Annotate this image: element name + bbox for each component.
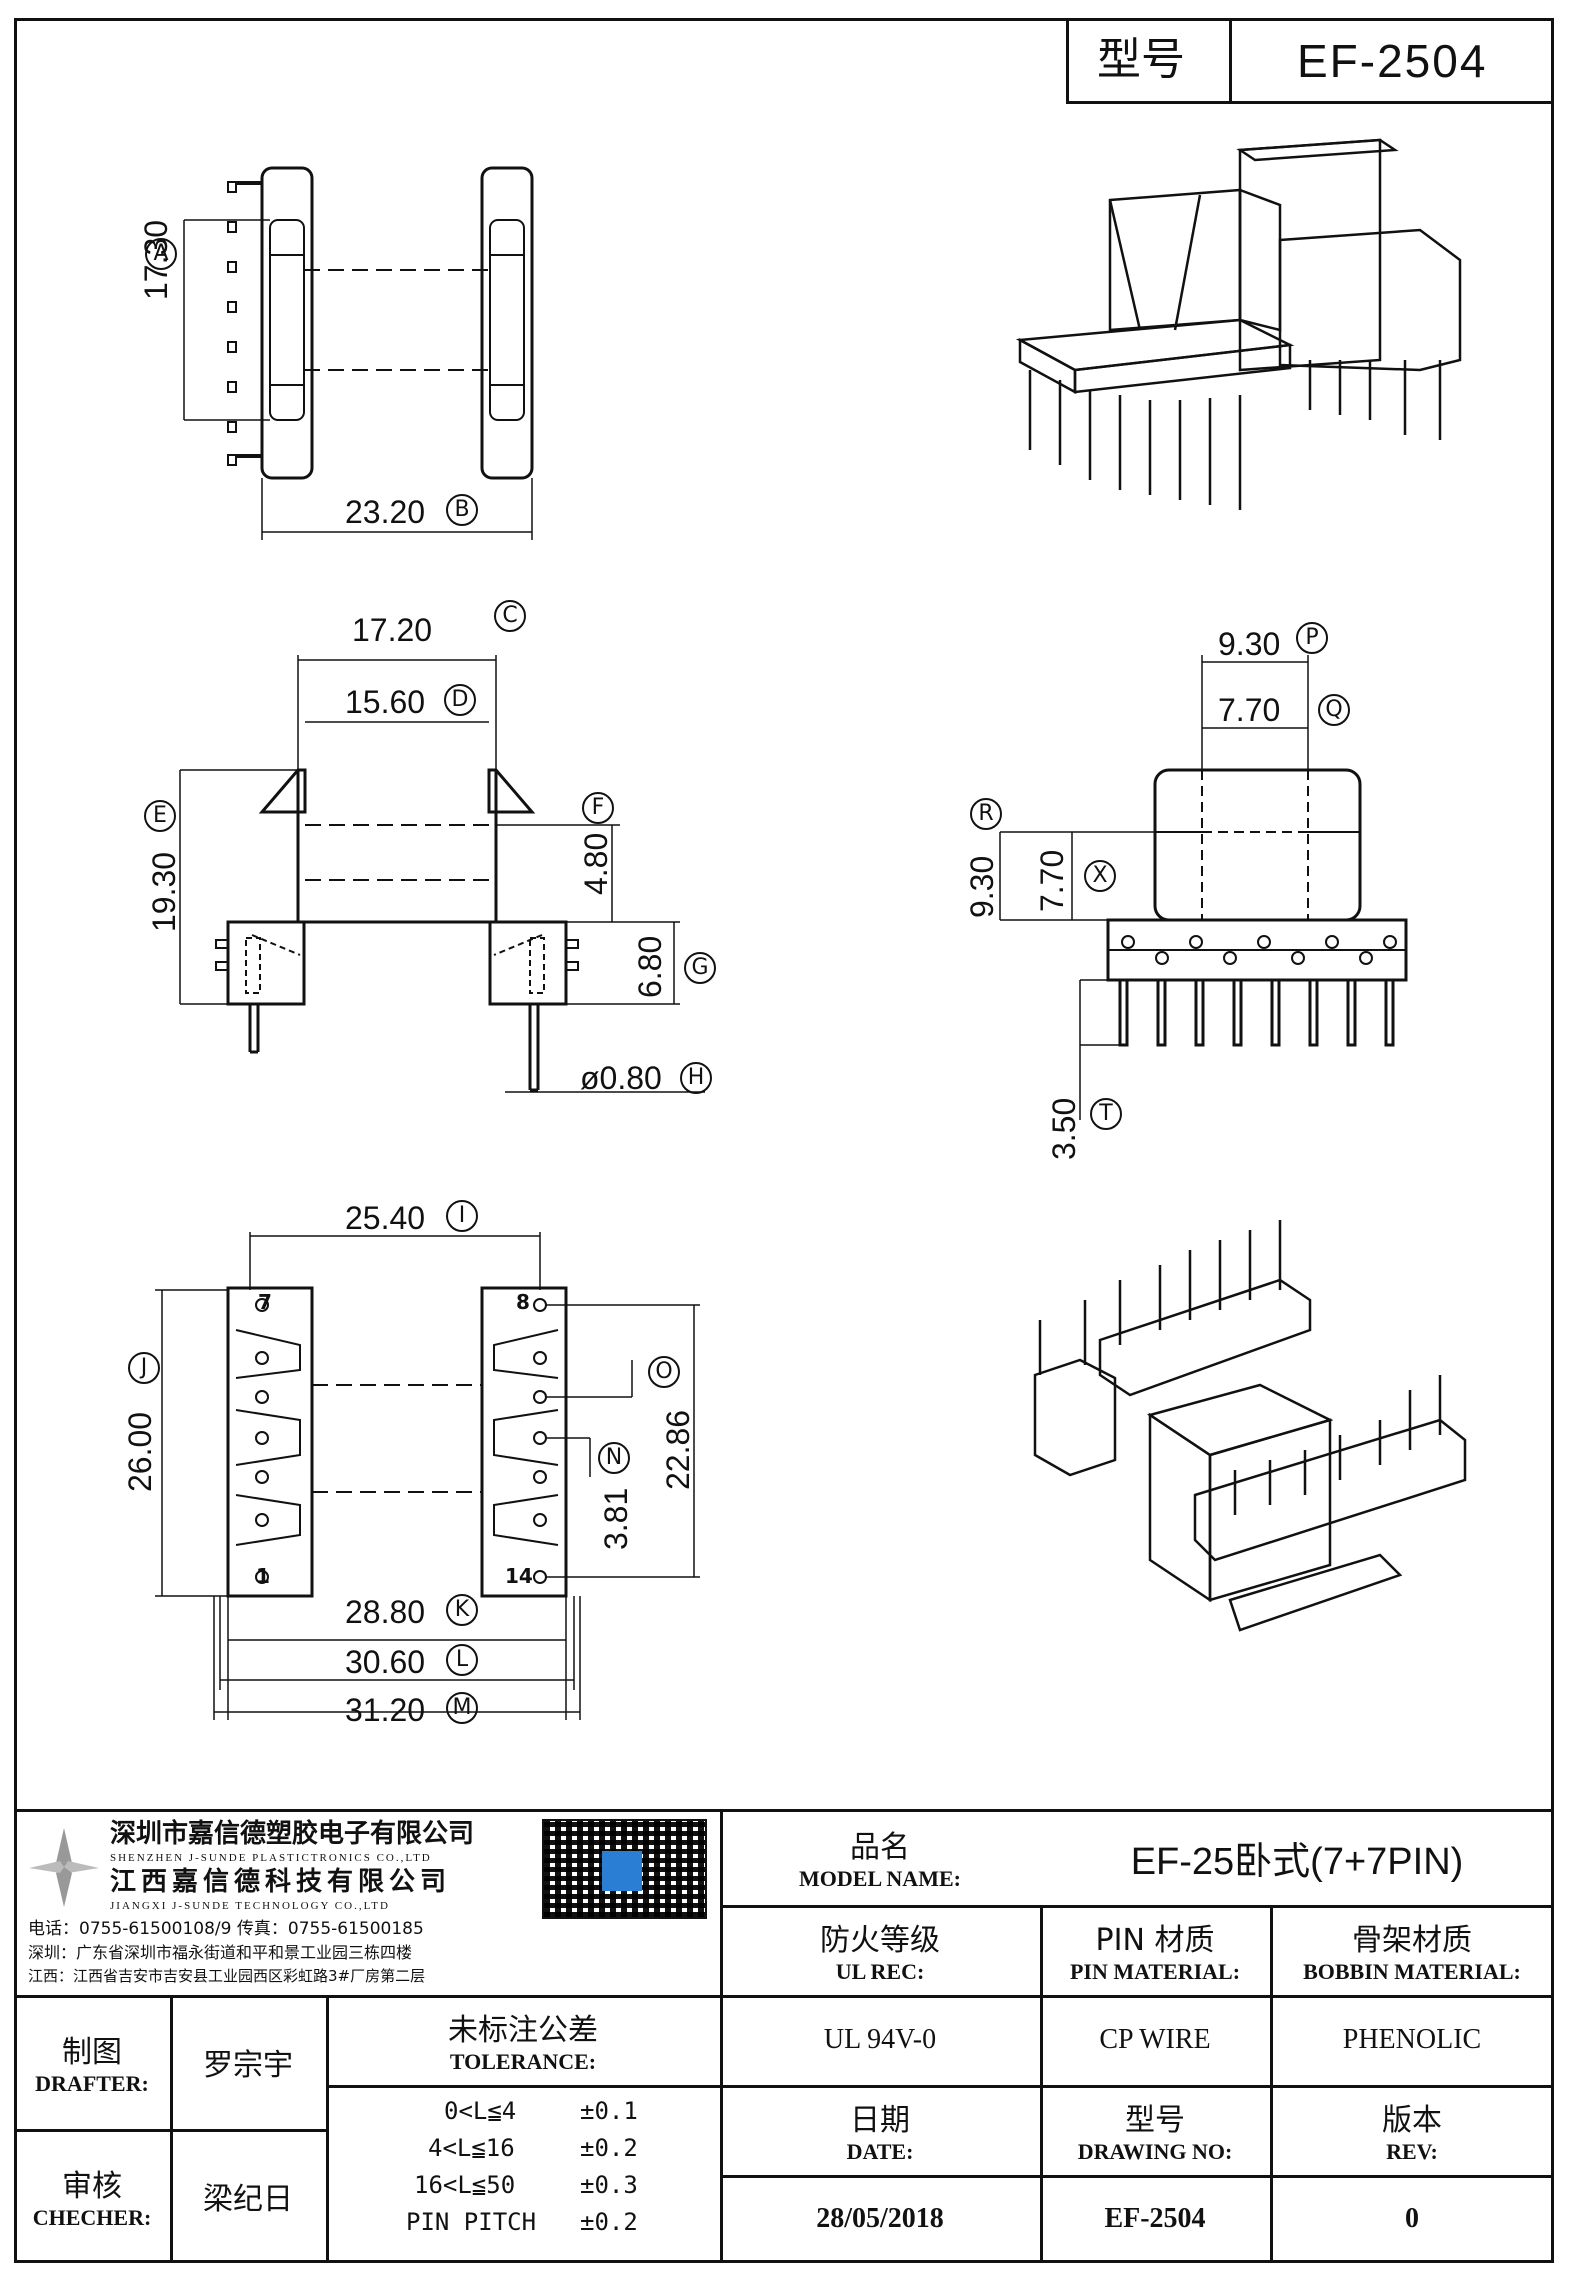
- drafter-label: 制图 DRAFTER:: [35, 2035, 149, 2096]
- iso-view-bottom: [1033, 1220, 1467, 1632]
- dim-P-tag: P: [1296, 622, 1328, 654]
- dim-L-tag: L: [446, 1644, 478, 1676]
- tolerance-value-3: ±0.2: [580, 2208, 638, 2236]
- ul-label: 防火等级 UL REC:: [820, 1923, 940, 1984]
- dim-J-tag: J: [128, 1352, 160, 1384]
- dim-J-value: 26.00: [122, 1411, 158, 1492]
- dim-C-value: 17.20: [352, 612, 433, 648]
- dim-Q-tag: Q: [1318, 694, 1350, 726]
- dim-I-tag: I: [446, 1200, 478, 1232]
- tolerance-value-0: ±0.1: [580, 2097, 638, 2125]
- dim-K-value: 28.80: [345, 1594, 426, 1630]
- header-model-value: EF-2504: [1297, 35, 1488, 87]
- pin-material-value: CP WIRE: [1099, 2024, 1211, 2055]
- dim-R-value: 9.30: [964, 855, 1000, 918]
- dim-H-tag: H: [680, 1062, 712, 1094]
- dim-N-value: 3.81: [598, 1487, 634, 1550]
- iso-view-top: [1015, 138, 1462, 510]
- bobbin-material-label: 骨架材质 BOBBIN MATERIAL:: [1303, 1923, 1521, 1984]
- company-name-en: SHENZHEN J-SUNDE PLASTICTRONICS CO.,LTD: [110, 1852, 432, 1864]
- tolerance-range-1: 4<L≦16: [428, 2134, 515, 2162]
- company2-name-en: JIANGXI J-SUNDE TECHNOLOGY CO.,LTD: [110, 1900, 390, 1912]
- pin-8-label: 8: [516, 1290, 530, 1314]
- company2-name-cn: 江西嘉信德科技有限公司: [110, 1867, 452, 1897]
- checker-label: 审核 CHECHER:: [32, 2169, 152, 2230]
- ul-value: UL 94V-0: [823, 2024, 937, 2055]
- model-name-label: 品名 MODEL NAME:: [720, 1809, 1040, 1905]
- dim-Q-value: 7.70: [1218, 692, 1281, 728]
- dim-E-value: 19.30: [146, 851, 182, 932]
- model-name-value: EF-25卧式(7+7PIN): [1130, 1840, 1464, 1883]
- dim-G-tag: G: [684, 952, 716, 984]
- top-view: [183, 166, 534, 540]
- header-model-box: 型号 EF-2504: [1066, 18, 1554, 104]
- company-addr-sz: 深圳：广东省深圳市福永街道和平和景工业园三栋四楼: [28, 1943, 413, 1962]
- drafter-value: 罗宗宇: [203, 2048, 293, 2083]
- dim-A-tag: A: [145, 238, 177, 270]
- date-value: 28/05/2018: [816, 2203, 944, 2234]
- dim-K-tag: K: [446, 1594, 478, 1626]
- dim-F-value: 4.80: [578, 832, 614, 895]
- tolerance-range-3: PIN PITCH: [406, 2208, 537, 2236]
- tolerance-range-2: 16<L≦50: [414, 2171, 516, 2199]
- dim-C-tag: C: [494, 600, 526, 632]
- drawing-frame: [14, 18, 1554, 2263]
- drawing-no-value: EF-2504: [1104, 2203, 1206, 2234]
- tolerance-range-0: 0<L≦4: [444, 2097, 517, 2125]
- checker-value: 梁纪日: [203, 2182, 293, 2217]
- dim-N-tag: N: [598, 1442, 630, 1474]
- dim-P-value: 9.30: [1218, 626, 1281, 662]
- company-logo: [29, 1828, 99, 1907]
- header-model-label: 型号: [1097, 34, 1185, 85]
- dim-O-value: 22.86: [660, 1409, 696, 1490]
- title-block: 深圳市嘉信德塑胶电子有限公司 SHENZHEN J-SUNDE PLASTICT…: [14, 1809, 1554, 2263]
- tolerance-value-1: ±0.2: [580, 2134, 638, 2162]
- dim-O-tag: O: [648, 1356, 680, 1388]
- date-label: 日期 DATE:: [846, 2103, 914, 2164]
- dim-H-value: ø0.80: [580, 1060, 662, 1096]
- company-addr-jx: 江西：江西省吉安市吉安县工业园西区彩虹路3#厂房第二层: [28, 1967, 426, 1985]
- drawing-no-label: 型号 DRAWING NO:: [1077, 2103, 1233, 2164]
- pin-material-label: PIN 材质 PIN MATERIAL:: [1069, 1923, 1241, 1984]
- pin-7-label: 7: [258, 1290, 272, 1314]
- pin-14-label: 14: [505, 1564, 533, 1588]
- dim-B-value: 23.20: [345, 494, 426, 530]
- rev-value: 0: [1405, 2203, 1419, 2234]
- dim-D-value: 15.60: [345, 684, 426, 720]
- dim-R-tag: R: [970, 798, 1002, 830]
- dim-T-tag: T: [1090, 1098, 1122, 1130]
- dim-F-tag: F: [582, 792, 614, 824]
- dim-E-tag: E: [144, 800, 176, 832]
- company-name-cn: 深圳市嘉信德塑胶电子有限公司: [110, 1819, 475, 1849]
- tolerance-value-2: ±0.3: [580, 2171, 638, 2199]
- model-name-cn: 品名: [850, 1830, 910, 1865]
- qr-code: [542, 1819, 707, 1919]
- technical-drawings: [155, 138, 1467, 1720]
- pin-1-label: 1: [256, 1564, 270, 1588]
- dim-T-value: 3.50: [1046, 1097, 1082, 1160]
- side-view: [999, 655, 1408, 1120]
- rev-label: 版本 REV:: [1382, 2103, 1442, 2164]
- company-phone: 电话：0755-61500108/9 传真：0755-61500185: [28, 1919, 424, 1939]
- dim-I-value: 25.40: [345, 1200, 426, 1236]
- dim-M-value: 31.20: [345, 1692, 426, 1728]
- dim-G-value: 6.80: [632, 935, 668, 998]
- dim-X-value: 7.70: [1034, 849, 1070, 912]
- model-name-en: MODEL NAME:: [799, 1866, 961, 1891]
- dim-L-value: 30.60: [345, 1644, 426, 1680]
- dim-D-tag: D: [444, 684, 476, 716]
- dim-M-tag: M: [446, 1692, 478, 1724]
- dim-B-tag: B: [446, 494, 478, 526]
- bottom-view: [155, 1232, 700, 1720]
- tolerance-label: 未标注公差 TOLERANCE:: [448, 2013, 598, 2074]
- bobbin-material-value: PHENOLIC: [1342, 2024, 1482, 2055]
- dim-X-tag: X: [1084, 860, 1116, 892]
- front-view: [179, 655, 705, 1093]
